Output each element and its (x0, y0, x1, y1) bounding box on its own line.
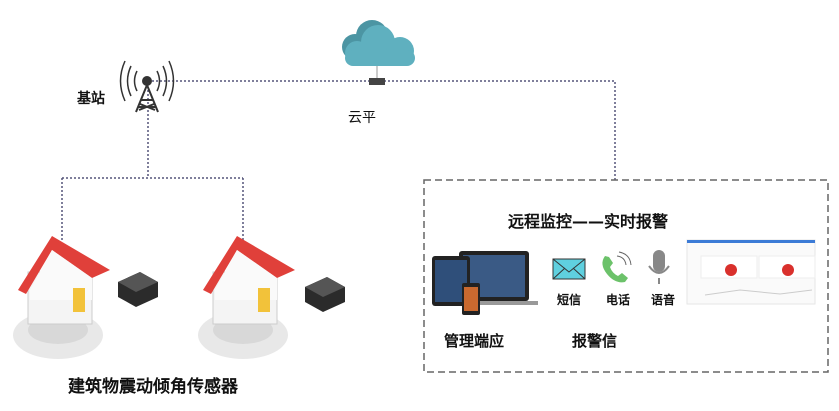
microphone-icon (648, 250, 670, 284)
sms-label: 短信 (557, 293, 582, 307)
base-station-label: 基站 (77, 91, 105, 107)
cloud-label: 云平 (348, 110, 376, 126)
remote-title: 远程监控——实时报警 (508, 212, 669, 231)
remote-monitoring-box (423, 179, 829, 373)
sensor-icon-2 (305, 277, 345, 312)
sensor-icon-1 (118, 272, 158, 307)
management-label: 管理端应 (444, 332, 505, 350)
tower-icon (119, 60, 175, 113)
cloud-icon (342, 20, 415, 85)
phone-label: 电话 (606, 293, 631, 307)
connection-lines (61, 80, 616, 240)
phone-icon (602, 251, 632, 283)
voice-label: 语音 (651, 293, 676, 307)
dashboard-screenshot (686, 239, 816, 305)
house-icon-2 (198, 236, 295, 359)
sensors-label: 建筑物震动倾角传感器 (68, 377, 238, 397)
envelope-icon (552, 258, 586, 280)
alert-info-label: 报警信 (572, 332, 618, 350)
devices-icon (432, 251, 538, 315)
house-icon-1 (13, 236, 110, 359)
